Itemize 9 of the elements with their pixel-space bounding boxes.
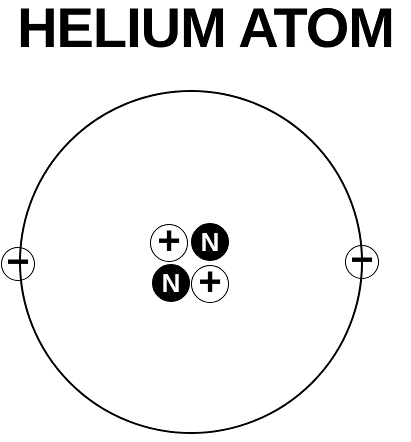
particle-circle: [150, 224, 188, 262]
particle-circle: [191, 265, 229, 303]
title: HELIUM ATOM: [16, 0, 395, 56]
neutron-label: N: [162, 270, 180, 296]
charge-sign: +: [157, 221, 181, 261]
neutron-circle: [152, 264, 190, 302]
neutron-label: N: [200, 229, 220, 255]
charge-sign: +: [198, 262, 222, 302]
neutron-circle: [191, 223, 229, 261]
